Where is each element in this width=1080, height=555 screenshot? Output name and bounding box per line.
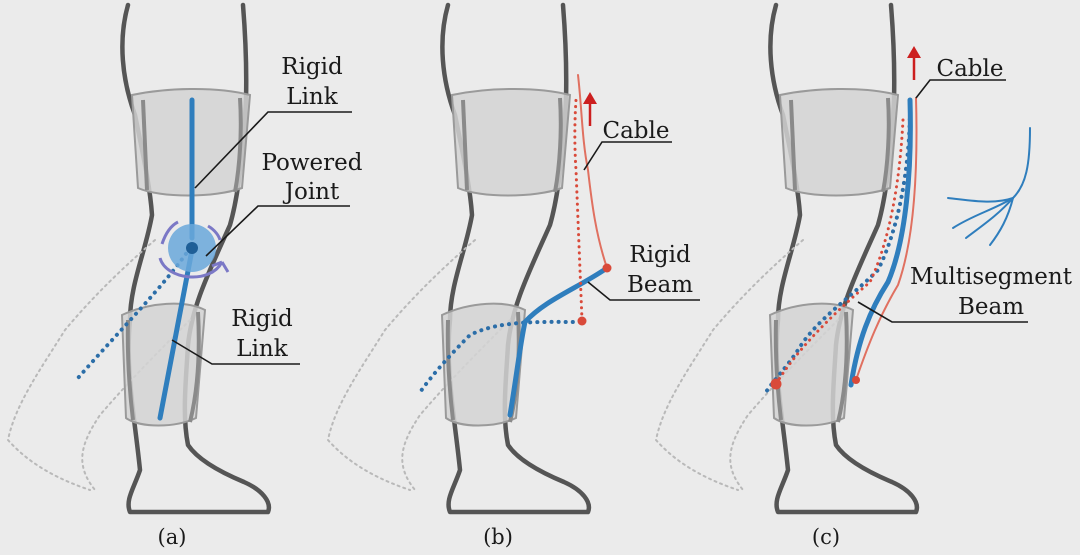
up-arrow-icon bbox=[583, 92, 597, 126]
caption-c: (c) bbox=[812, 525, 840, 549]
label-multisegment-beam-2: Beam bbox=[958, 294, 1024, 320]
panel-a: Rigid Link Powered Joint Rigid Link (a) bbox=[8, 5, 363, 549]
rigid-beam bbox=[507, 265, 610, 418]
up-arrow-icon bbox=[907, 46, 921, 80]
leader-rigid-link-bottom bbox=[171, 339, 300, 365]
cable bbox=[577, 74, 608, 269]
leader-rigid-beam bbox=[587, 281, 700, 301]
joint-pivot bbox=[186, 242, 198, 254]
leg-outline bbox=[8, 5, 269, 512]
panel-b: Cable Rigid Beam (b) bbox=[328, 5, 700, 549]
branching-beam-icon bbox=[947, 127, 1031, 246]
cable-anchor bbox=[602, 263, 612, 273]
link-ghost bbox=[76, 246, 192, 380]
label-cable: Cable bbox=[936, 56, 1003, 82]
label-cable: Cable bbox=[602, 118, 669, 144]
label-powered-joint-2: Joint bbox=[283, 179, 340, 205]
label-rigid-beam-1: Rigid bbox=[629, 242, 691, 268]
leader-cable bbox=[583, 141, 672, 171]
cable-anchor-ghost bbox=[577, 316, 587, 326]
label-powered-joint-1: Powered bbox=[261, 150, 362, 176]
caption-b: (b) bbox=[483, 525, 513, 549]
panel-c: Cable Multisegment Beam (c) bbox=[656, 5, 1073, 549]
beam-ghost bbox=[764, 103, 912, 394]
label-rigid-link-bottom-2: Link bbox=[236, 336, 288, 362]
beam-ghost bbox=[416, 319, 582, 397]
leg-outline bbox=[328, 5, 589, 512]
label-rigid-link-bottom-1: Rigid bbox=[231, 306, 293, 332]
leader-multisegment-beam bbox=[857, 301, 1028, 323]
leader-cable bbox=[915, 79, 1006, 99]
rotation-arrow-icon bbox=[158, 220, 230, 279]
label-rigid-link-top-2: Link bbox=[286, 84, 338, 110]
cable-ghost bbox=[774, 118, 905, 386]
leg-outline bbox=[656, 5, 917, 512]
cable bbox=[855, 97, 918, 381]
label-multisegment-beam-1: Multisegment bbox=[910, 264, 1073, 290]
label-rigid-link-top-1: Rigid bbox=[281, 54, 343, 80]
cable-anchor bbox=[852, 376, 860, 384]
leader-powered-joint bbox=[205, 205, 350, 257]
leader-rigid-link-top bbox=[194, 111, 352, 189]
multisegment-beam bbox=[848, 97, 913, 388]
caption-a: (a) bbox=[158, 525, 187, 549]
cable-anchor-ghost bbox=[770, 378, 782, 390]
label-rigid-beam-2: Beam bbox=[627, 272, 693, 298]
